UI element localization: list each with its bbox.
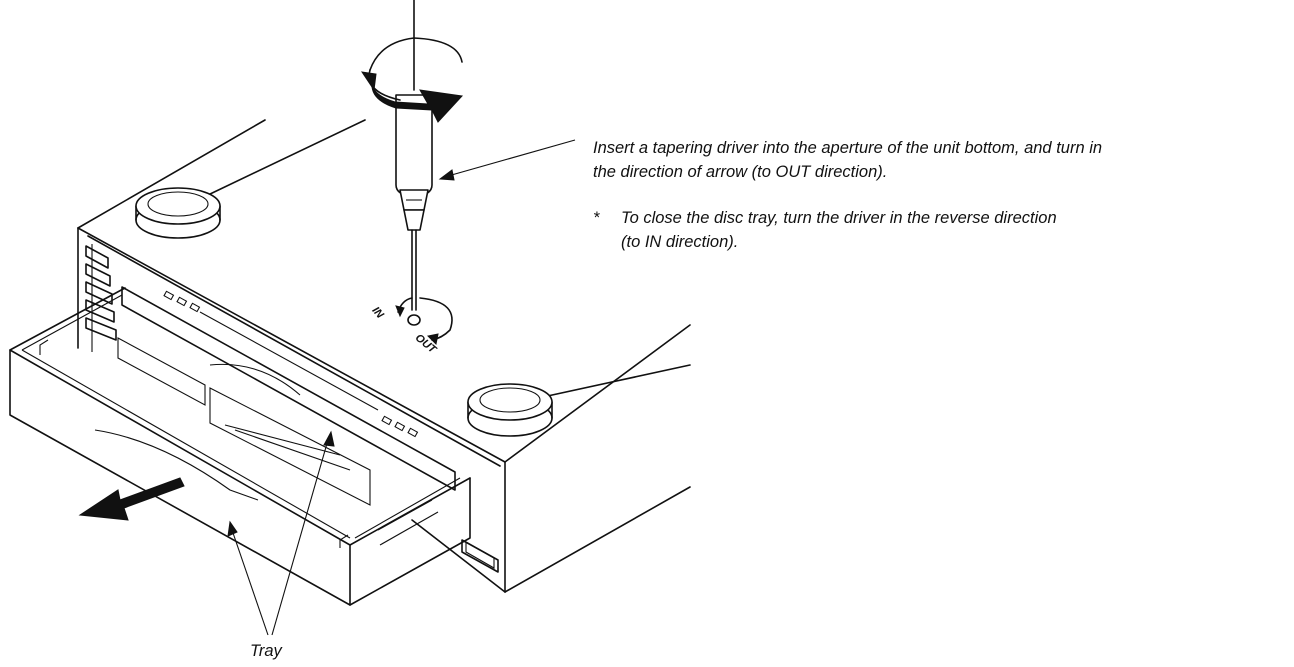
- instruction-line-2: the direction of arrow (to OUT direction…: [593, 163, 888, 181]
- aperture-dial: IN OUT: [369, 297, 453, 357]
- note-bullet: *: [593, 209, 600, 227]
- rotation-arrow: [360, 37, 464, 123]
- front-port: [461, 539, 499, 573]
- foot-right: [467, 383, 553, 437]
- foot-left: [135, 187, 221, 239]
- unit-body: [77, 119, 691, 593]
- instruction-line-1: Insert a tapering driver into the apertu…: [593, 139, 1103, 157]
- callout-leaders: [227, 139, 576, 636]
- in-label: IN: [369, 305, 386, 322]
- front-panel-buttons: [85, 245, 117, 341]
- disc-tray: [9, 287, 471, 606]
- tray-out-arrow: [78, 477, 185, 521]
- display-window: [117, 286, 456, 506]
- close-note: * To close the disc tray, turn the driver…: [593, 206, 1057, 254]
- instruction-text: Insert a tapering driver into the apertu…: [593, 136, 1102, 184]
- close-note-text-1: To close the disc tray, turn the driver …: [621, 209, 1057, 227]
- tray-label: Tray: [250, 642, 284, 660]
- close-note-line-2: (to IN direction).: [593, 230, 1057, 254]
- close-note-line-1: * To close the disc tray, turn the driver…: [593, 206, 1057, 230]
- screwdriver: [395, 0, 433, 311]
- close-note-text-2: (to IN direction).: [621, 233, 739, 251]
